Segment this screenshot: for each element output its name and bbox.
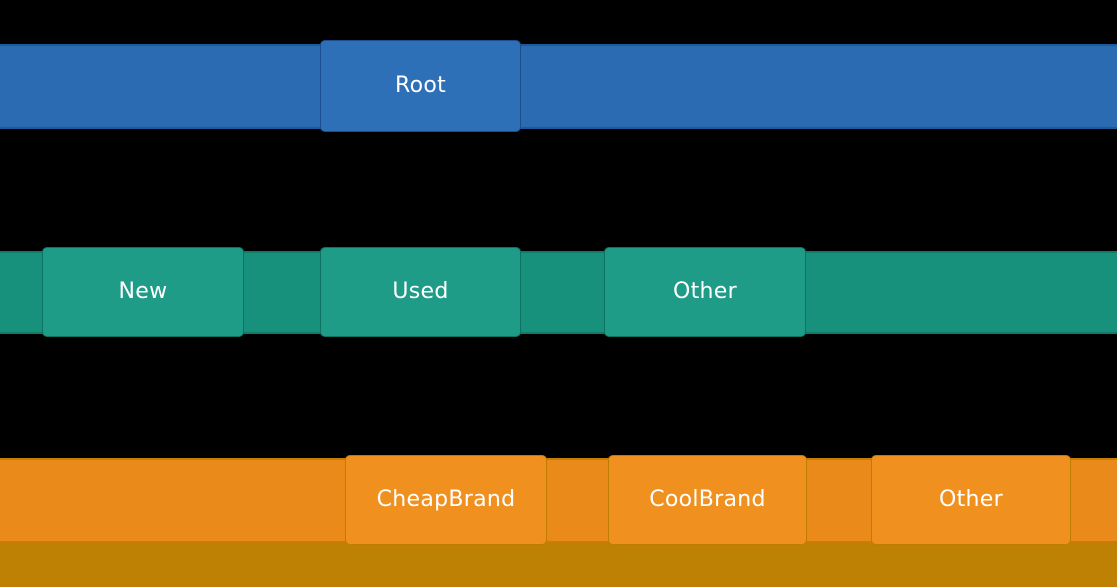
tree-node-label: Used xyxy=(392,279,449,304)
tree-node-label: CheapBrand xyxy=(376,487,516,512)
tree-node-used[interactable]: Used xyxy=(320,247,521,337)
tree-node-other[interactable]: Other xyxy=(604,247,806,337)
tree-node-label: CoolBrand xyxy=(649,487,766,512)
tree-node-cheapbrand[interactable]: CheapBrand xyxy=(345,455,547,545)
next-level-strip xyxy=(0,543,1117,587)
tree-node-label: Other xyxy=(673,279,737,304)
tree-node-label: Other xyxy=(939,487,1003,512)
tree-node-coolbrand[interactable]: CoolBrand xyxy=(608,455,807,545)
root-level-band xyxy=(0,44,1117,129)
tree-node-root[interactable]: Root xyxy=(320,40,521,132)
tree-node-label: New xyxy=(118,279,168,304)
tree-node-other[interactable]: Other xyxy=(871,455,1071,545)
tree-node-new[interactable]: New xyxy=(42,247,244,337)
tree-node-label: Root xyxy=(394,73,447,98)
